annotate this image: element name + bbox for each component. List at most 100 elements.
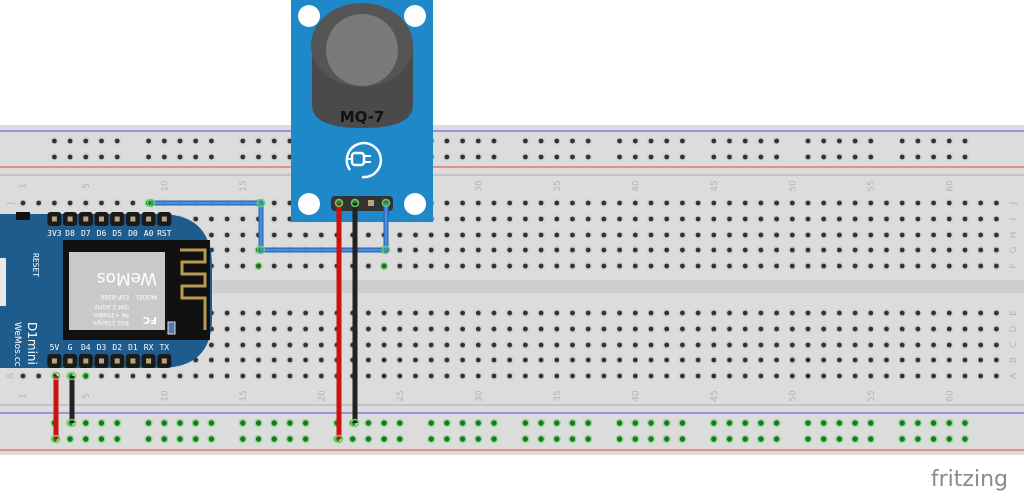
- rail-hole[interactable]: [742, 436, 748, 442]
- rail-hole[interactable]: [428, 420, 434, 426]
- rail-hole[interactable]: [946, 436, 952, 442]
- rail-hole[interactable]: [679, 420, 686, 426]
- rail-hole[interactable]: [585, 420, 591, 426]
- rail-hole[interactable]: [962, 420, 968, 426]
- rail-hole[interactable]: [193, 420, 199, 426]
- rail-hole[interactable]: [852, 420, 858, 426]
- rail-hole[interactable]: [821, 420, 827, 426]
- rail-hole[interactable]: [742, 420, 748, 426]
- rail-hole[interactable]: [460, 420, 466, 426]
- rail-hole[interactable]: [287, 436, 293, 442]
- mq7-sensor-module[interactable]: MQ-7: [291, 0, 433, 222]
- rail-hole[interactable]: [569, 420, 576, 426]
- rail-hole[interactable]: [271, 420, 277, 426]
- rail-hole[interactable]: [868, 420, 874, 426]
- rail-hole[interactable]: [208, 436, 214, 442]
- rail-hole[interactable]: [475, 420, 481, 426]
- rail-hole[interactable]: [240, 420, 246, 426]
- rail-hole[interactable]: [460, 436, 466, 442]
- rail-hole[interactable]: [146, 436, 152, 442]
- wire-endpoint[interactable]: [51, 434, 61, 444]
- rail-hole[interactable]: [585, 436, 591, 442]
- rail-hole[interactable]: [664, 436, 670, 442]
- wire-endpoint[interactable]: [381, 198, 391, 208]
- rail-hole[interactable]: [852, 436, 858, 442]
- wire-endpoint[interactable]: [146, 198, 156, 208]
- rail-hole[interactable]: [381, 436, 387, 442]
- wire-endpoint[interactable]: [350, 418, 360, 428]
- rail-hole[interactable]: [522, 436, 529, 442]
- rail-hole[interactable]: [350, 436, 356, 442]
- rail-hole[interactable]: [899, 436, 905, 442]
- rail-hole[interactable]: [836, 436, 843, 442]
- sensor-pin-do[interactable]: [368, 200, 374, 206]
- rail-hole[interactable]: [444, 420, 450, 426]
- breadboard-hole[interactable]: [255, 263, 262, 269]
- rail-hole[interactable]: [836, 420, 843, 426]
- rail-hole[interactable]: [177, 420, 183, 426]
- rail-hole[interactable]: [365, 420, 371, 426]
- rail-hole[interactable]: [538, 420, 544, 426]
- rail-hole[interactable]: [632, 436, 638, 442]
- rail-hole[interactable]: [240, 436, 246, 442]
- rail-hole[interactable]: [931, 436, 937, 442]
- rail-hole[interactable]: [758, 436, 764, 442]
- rail-hole[interactable]: [805, 420, 811, 426]
- rail-hole[interactable]: [444, 436, 450, 442]
- rail-hole[interactable]: [915, 420, 921, 426]
- wire-endpoint[interactable]: [334, 198, 344, 208]
- wire-endpoint[interactable]: [256, 245, 266, 255]
- rail-hole[interactable]: [397, 420, 403, 426]
- rail-hole[interactable]: [726, 420, 733, 426]
- rail-hole[interactable]: [114, 420, 120, 426]
- rail-hole[interactable]: [821, 436, 827, 442]
- rail-hole[interactable]: [931, 420, 937, 426]
- wire-endpoint[interactable]: [67, 371, 77, 381]
- rail-hole[interactable]: [491, 436, 497, 442]
- rail-hole[interactable]: [146, 420, 152, 426]
- rail-hole[interactable]: [161, 436, 167, 442]
- wire-endpoint[interactable]: [51, 371, 61, 381]
- rail-hole[interactable]: [538, 436, 544, 442]
- rail-hole[interactable]: [475, 436, 481, 442]
- rail-hole[interactable]: [208, 420, 214, 426]
- rail-hole[interactable]: [726, 436, 733, 442]
- rail-hole[interactable]: [98, 436, 105, 442]
- rail-hole[interactable]: [303, 420, 309, 426]
- wire-endpoint[interactable]: [350, 198, 360, 208]
- rail-hole[interactable]: [255, 420, 262, 426]
- rail-hole[interactable]: [915, 436, 921, 442]
- rail-hole[interactable]: [365, 436, 371, 442]
- rail-hole[interactable]: [177, 436, 183, 442]
- rail-hole[interactable]: [114, 436, 120, 442]
- rail-hole[interactable]: [522, 420, 529, 426]
- rail-hole[interactable]: [255, 436, 262, 442]
- rail-hole[interactable]: [287, 420, 293, 426]
- rail-hole[interactable]: [632, 420, 638, 426]
- rail-hole[interactable]: [67, 436, 73, 442]
- rail-hole[interactable]: [554, 420, 560, 426]
- reset-button[interactable]: [16, 212, 30, 220]
- breadboard-hole[interactable]: [83, 373, 89, 379]
- wire-endpoint[interactable]: [256, 198, 266, 208]
- rail-hole[interactable]: [899, 420, 905, 426]
- rail-hole[interactable]: [617, 420, 623, 426]
- rail-hole[interactable]: [271, 436, 277, 442]
- rail-hole[interactable]: [962, 436, 968, 442]
- rail-hole[interactable]: [774, 420, 780, 426]
- rail-hole[interactable]: [805, 436, 811, 442]
- rail-hole[interactable]: [648, 436, 654, 442]
- rail-hole[interactable]: [774, 436, 780, 442]
- rail-hole[interactable]: [381, 420, 387, 426]
- wire-endpoint[interactable]: [67, 418, 77, 428]
- rail-hole[interactable]: [83, 436, 89, 442]
- rail-hole[interactable]: [617, 436, 623, 442]
- rail-hole[interactable]: [711, 420, 717, 426]
- rail-hole[interactable]: [648, 420, 654, 426]
- rail-hole[interactable]: [193, 436, 199, 442]
- rail-hole[interactable]: [711, 436, 717, 442]
- rail-hole[interactable]: [428, 436, 434, 442]
- rail-hole[interactable]: [491, 420, 497, 426]
- rail-hole[interactable]: [303, 436, 309, 442]
- rail-hole[interactable]: [664, 420, 670, 426]
